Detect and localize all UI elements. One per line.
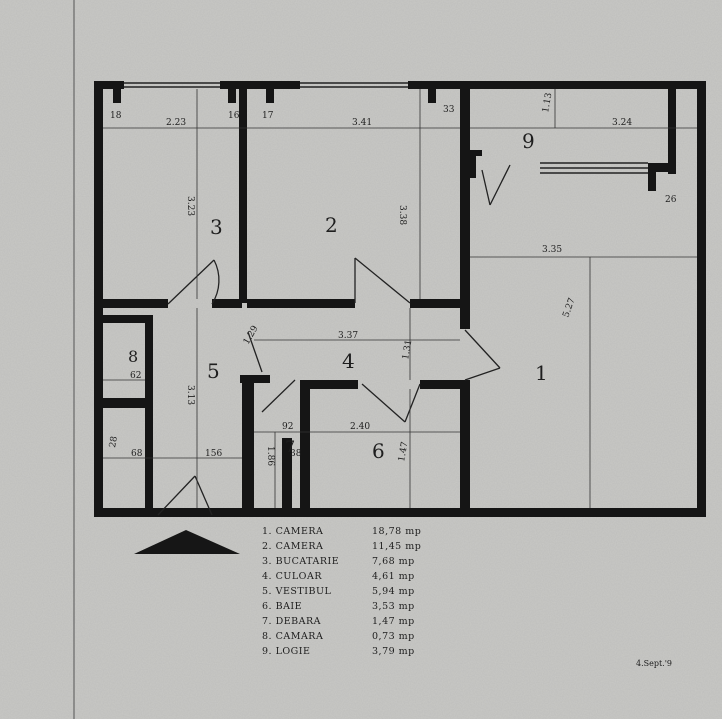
legend-area-4: 4,61 mp <box>372 571 415 582</box>
room-label-4: 4 <box>342 349 355 373</box>
legend-name-3: 3. BUCATARIE <box>262 556 339 567</box>
dim-small-18: 18 <box>110 111 122 121</box>
dim-small-16: 16 <box>228 111 240 121</box>
legend-name-9: 9. LOGIE <box>262 646 310 657</box>
dim-room3-width: 2.23 <box>166 118 186 128</box>
legend: 1. CAMERA 18,78 mp 2. CAMERA 11,45 mp 3.… <box>262 526 421 657</box>
legend-area-9: 3,79 mp <box>372 646 415 657</box>
legend-name-8: 8. CAMARA <box>262 631 323 642</box>
legend-name-5: 5. VESTIBUL <box>262 586 331 597</box>
dim-small-26: 26 <box>665 195 677 205</box>
orientation-arrow-icon <box>134 530 240 554</box>
legend-area-8: 0,73 mp <box>372 631 415 642</box>
legend-name-6: 6. BAIE <box>262 601 302 612</box>
legend-area-1: 18,78 mp <box>372 526 421 537</box>
dim-room8-width-bottom: 68 <box>131 449 143 459</box>
dim-room5-bottom: 156 <box>205 449 222 459</box>
walls <box>94 81 706 517</box>
legend-area-7: 1,47 mp <box>372 616 415 627</box>
room-labels: 3 2 9 1 4 5 6 7 8 <box>128 129 548 463</box>
legend-area-5: 5,94 mp <box>372 586 415 597</box>
dim-room5-length: 3.13 <box>185 385 195 405</box>
dim-hall-small-1: 1.31 <box>401 339 414 360</box>
dim-hall-width: 3.37 <box>338 331 358 341</box>
dim-room9-length: 1.13 <box>541 92 554 114</box>
dim-room8-width-top: 62 <box>130 371 141 381</box>
window-jambs <box>113 89 436 103</box>
signature-date: 4.Sept.'9 <box>636 659 672 668</box>
legend-name-1: 1. CAMERA <box>262 526 323 537</box>
room-label-2: 2 <box>325 213 338 237</box>
dim-room2-width: 3.41 <box>352 118 372 128</box>
dim-room9-width: 3.24 <box>612 118 632 128</box>
dim-room2-length: 3.38 <box>397 205 407 225</box>
dim-small-33: 33 <box>443 105 455 115</box>
room-label-8: 8 <box>128 347 138 366</box>
room-label-9: 9 <box>522 129 535 153</box>
legend-area-2: 11,45 mp <box>372 541 421 552</box>
dim-room1-width: 3.35 <box>542 245 562 255</box>
room-label-3: 3 <box>210 215 223 239</box>
dim-small-17: 17 <box>262 111 274 121</box>
dim-room6-width: 2.40 <box>350 422 370 432</box>
legend-name-4: 4. CULOAR <box>262 571 322 582</box>
legend-name-2: 2. CAMERA <box>262 541 323 552</box>
room-label-5: 5 <box>207 359 220 383</box>
legend-area-6: 3,53 mp <box>372 601 415 612</box>
dim-room6-length: 1.47 <box>397 441 410 463</box>
doors <box>157 164 511 516</box>
room-label-1: 1 <box>535 361 548 385</box>
dim-room7-length: 1.86 <box>265 446 275 466</box>
dimension-lines <box>103 89 697 508</box>
room-label-7: 7 <box>285 437 295 456</box>
room-label-6: 6 <box>372 439 385 463</box>
legend-area-3: 7,68 mp <box>372 556 415 567</box>
dim-small-28: 28 <box>108 435 120 448</box>
dimension-labels: 2.23 3.41 3.24 3.35 3.37 2.40 92 62 68 1… <box>108 92 677 467</box>
dim-room7-width: 92 <box>282 422 293 432</box>
dim-room3-length: 3.23 <box>185 196 195 216</box>
dim-small-38: 38 <box>290 449 302 459</box>
windows <box>124 82 648 174</box>
legend-name-7: 7. DEBARA <box>262 616 321 627</box>
